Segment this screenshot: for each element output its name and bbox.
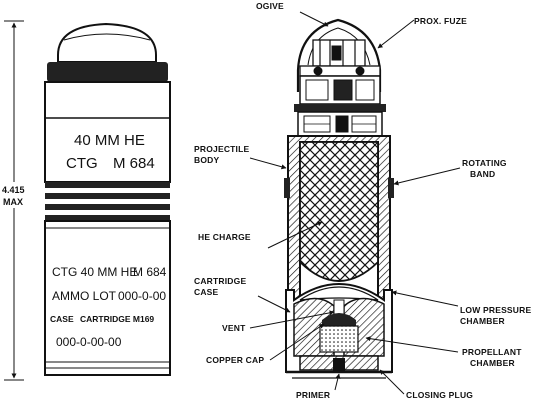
label-he-charge: HE CHARGE [198, 232, 251, 242]
lower-marking-3-right: CARTRIDGE M169 [80, 314, 154, 324]
upper-marking-2-right: M 684 [113, 155, 155, 172]
cross-section [284, 18, 394, 379]
rotating-band-section [284, 178, 290, 198]
label-projectile-body-2: BODY [194, 155, 219, 165]
leader-lines [249, 11, 461, 395]
label-cartridge-case-2: CASE [194, 287, 219, 297]
projectile-dome [57, 22, 157, 63]
label-vent: VENT [222, 323, 246, 333]
lower-marking-1-left: CTG 40 MM HE [52, 265, 137, 279]
lower-marking-2-left: AMMO LOT [52, 289, 117, 303]
label-cartridge-case-1: CARTRIDGE [194, 276, 246, 286]
external-view: 4.415 MAX 40 MM HE CTG M 684 CTG 40 MM H… [2, 20, 171, 381]
lower-marking-3-left: CASE [50, 314, 74, 324]
dimension-line [4, 20, 24, 381]
lower-marking-1-right: M 684 [133, 265, 167, 279]
label-closing-plug: CLOSING PLUG [406, 390, 473, 400]
label-projectile-body-1: PROJECTILE [194, 144, 250, 154]
callout-labels: OGIVE PROX. FUZE PROJECTILE BODY ROTATIN… [194, 1, 531, 400]
upper-body [44, 81, 171, 183]
label-primer: PRIMER [296, 390, 330, 400]
primer-shape [333, 358, 345, 372]
dimension-value: 4.415 [2, 185, 25, 195]
dimension-unit: MAX [3, 197, 23, 207]
label-low-pressure-1: LOW PRESSURE [460, 305, 531, 315]
label-low-pressure-2: CHAMBER [460, 316, 505, 326]
upper-marking-1: 40 MM HE [74, 132, 145, 149]
lower-marking-4: 000-0-00-00 [56, 335, 122, 349]
label-prox-fuze: PROX. FUZE [414, 16, 467, 26]
copper-cap-shape [322, 313, 356, 326]
he-charge [299, 141, 379, 282]
lower-marking-2-right: 000-0-00 [118, 289, 166, 303]
lower-case [44, 220, 171, 376]
label-ogive: OGIVE [256, 1, 284, 11]
label-propellant-2: CHAMBER [470, 358, 515, 368]
label-rotating-band-2: BAND [470, 169, 495, 179]
band-grooves [45, 182, 170, 221]
label-copper-cap: COPPER CAP [206, 355, 264, 365]
upper-marking-2-left: CTG [66, 155, 98, 172]
fuze-internals [294, 39, 386, 137]
ogive-band [47, 62, 168, 82]
label-propellant-1: PROPELLANT [462, 347, 522, 357]
propellant-chamber-area [319, 325, 359, 353]
low-pressure-chamber [299, 286, 379, 301]
label-rotating-band-1: ROTATING [462, 158, 507, 168]
